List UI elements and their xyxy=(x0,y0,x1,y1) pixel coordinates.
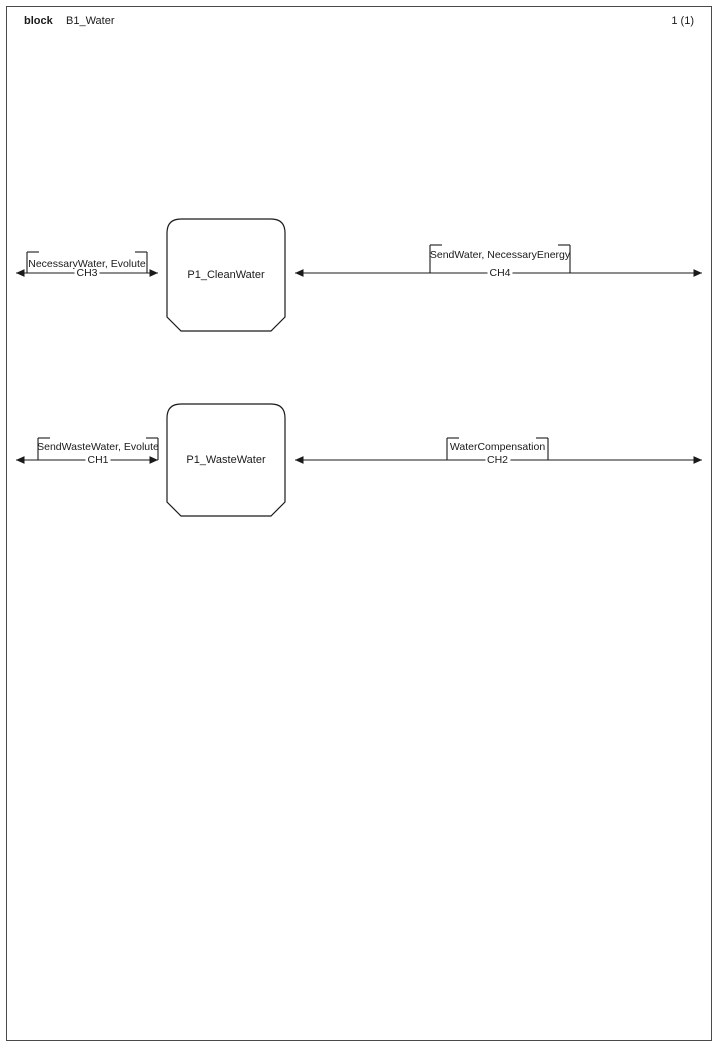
channel-signals-ch4: SendWater, NecessaryEnergy xyxy=(429,249,571,261)
header-diagram-name: B1_Water xyxy=(66,15,115,27)
channel-name-ch4: CH4 xyxy=(487,267,513,279)
blocks-layer xyxy=(166,218,286,517)
channel-signals-ch2: WaterCompensation xyxy=(449,441,546,453)
channel-name-ch1: CH1 xyxy=(85,454,111,466)
process-block-waste[interactable] xyxy=(166,403,286,517)
channel-name-ch2: CH2 xyxy=(484,454,511,466)
channel-name-ch3: CH3 xyxy=(74,267,100,279)
page-frame xyxy=(6,6,712,1041)
channel-signals-ch1: SendWasteWater, Evolute xyxy=(37,441,159,453)
process-block-clean[interactable] xyxy=(166,218,286,332)
process-block-label-waste: P1_WasteWater xyxy=(186,454,266,466)
channels-layer xyxy=(16,244,702,464)
header-block-keyword: block xyxy=(24,15,53,27)
header-page-number: 1 (1) xyxy=(671,15,694,27)
process-block-label-clean: P1_CleanWater xyxy=(187,269,265,281)
channel-signals-ch3: NecessaryWater, Evolute xyxy=(28,258,146,270)
signal-label-box-ch4[interactable] xyxy=(429,244,571,273)
signal-label-box-ch2[interactable] xyxy=(446,437,549,460)
signal-label-box-ch3[interactable] xyxy=(26,251,148,273)
signal-label-box-ch1[interactable] xyxy=(37,437,159,460)
